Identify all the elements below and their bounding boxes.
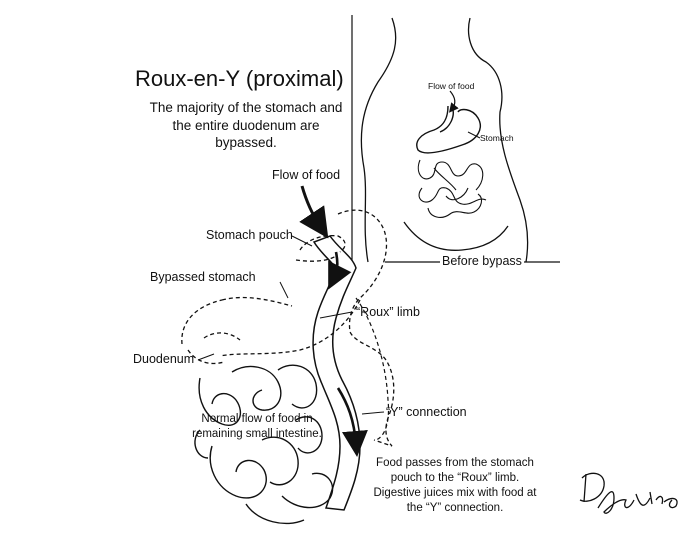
label-flow-of-food: Flow of food [272,168,341,182]
leader-lines [197,235,385,415]
diagram-subtitle: The majority of the stomach and the enti… [149,100,343,151]
signature [579,472,678,514]
diagram-title: Roux-en-Y (proximal) [135,66,344,91]
inset-torso [360,17,560,263]
inset-label-stomach: Stomach [480,133,514,143]
inset-label-before-bypass: Before bypass [440,254,524,269]
flow-arrow-limb [336,387,368,457]
label-y-connection: “Y” connection [386,405,467,419]
label-roux-limb: “Roux” limb [356,305,420,319]
flow-arrow-pouch [328,251,352,290]
duodenum-loop [221,296,293,307]
label-duodenum: Duodenum [133,352,195,366]
inset-label-flow-of-food: Flow of food [428,81,475,91]
label-normal-flow: Normal flow of food in remaining small i… [192,413,322,440]
label-food-passes: Food passes from the stomach pouch to th… [373,457,537,514]
inset-stomach [416,105,481,154]
biliopancreatic-limb [355,297,390,441]
small-intestine [194,364,334,525]
bypassed-stomach [181,209,395,447]
roux-limb [312,235,361,511]
flow-arrow-in [299,185,329,239]
inset-flow-arrow [449,90,459,113]
inset-stomach-leader [467,131,481,139]
label-stomach-pouch: Stomach pouch [206,228,293,242]
inset-intestines [417,159,487,218]
label-bypassed-stomach: Bypassed stomach [150,270,256,284]
